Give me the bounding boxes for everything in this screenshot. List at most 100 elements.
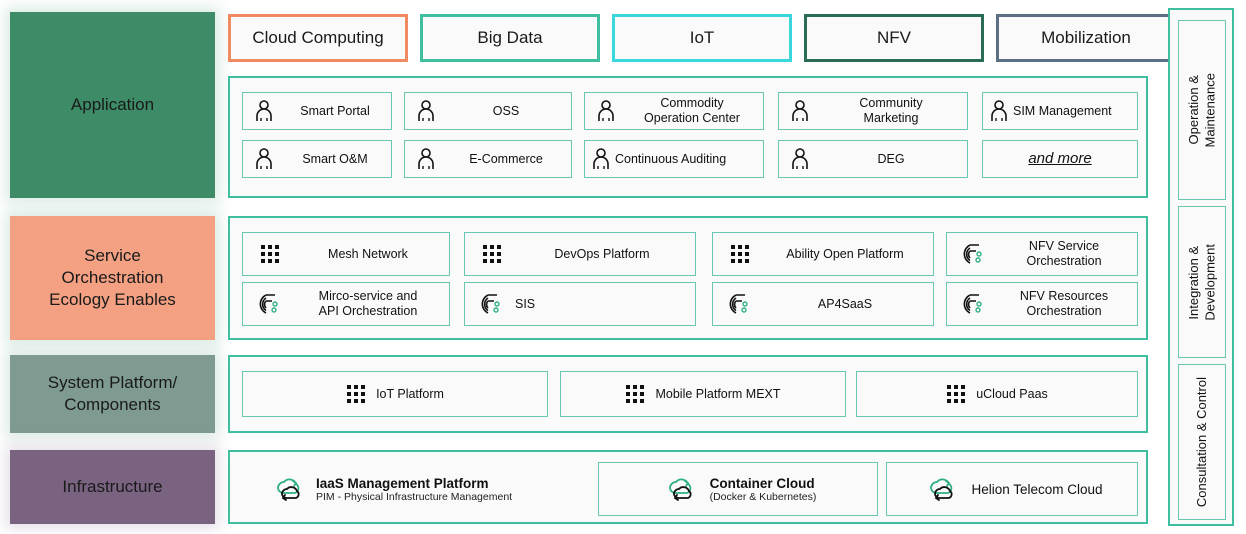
sys-item-iot-platform-label: IoT Platform xyxy=(376,386,444,401)
svc-item-ability-open-platform-label: Ability Open Platform xyxy=(786,246,904,261)
app-item-e-commerce-label: E-Commerce xyxy=(469,151,543,166)
svc-item-mesh-network[interactable]: Mesh Network xyxy=(242,232,450,276)
layer-label-service-orchestration: Service Orchestration Ecology Enables xyxy=(10,216,215,340)
service-orchestration-panel: Mesh Network DevOps Platform Ability Ope… xyxy=(228,216,1148,340)
svc-item-nfv-service-orchestration[interactable]: NFV Service Orchestration xyxy=(946,232,1138,276)
grid-dots-icon xyxy=(253,244,287,264)
sidebar-box-operation-maintenance[interactable]: Operation & Maintenance xyxy=(1178,20,1226,200)
app-item-and-more-label: and more xyxy=(1028,150,1092,168)
app-item-sim-management[interactable]: SIM Management xyxy=(982,92,1138,130)
cloud-sync-icon xyxy=(270,474,306,504)
person-icon xyxy=(411,99,441,123)
svc-item-nfv-resources-orchestration-label: NFV Resources Orchestration xyxy=(1019,289,1109,318)
layer-label-infrastructure: Infrastructure xyxy=(10,450,215,524)
infra-item-iaas-subtitle: PIM - Physical Infrastructure Management xyxy=(316,490,513,503)
chip-big-data-label: Big Data xyxy=(477,28,543,47)
infra-item-helion-telecom-cloud-title: Helion Telecom Cloud xyxy=(971,481,1103,497)
person-icon xyxy=(249,147,279,171)
person-icon xyxy=(591,99,621,123)
app-item-sim-management-label: SIM Management xyxy=(1013,103,1112,118)
infra-item-iaas-management-platform[interactable]: IaaS Management Platform PIM - Physical … xyxy=(270,462,590,516)
svc-item-sis-label: SIS xyxy=(515,296,536,311)
orchestration-icon xyxy=(957,242,991,266)
infra-item-iaas-title: IaaS Management Platform xyxy=(316,475,489,491)
grid-dots-icon xyxy=(475,244,509,264)
cloud-sync-icon xyxy=(921,474,961,504)
infra-item-helion-telecom-cloud[interactable]: Helion Telecom Cloud xyxy=(886,462,1138,516)
chip-mobilization-label: Mobilization xyxy=(1041,28,1131,47)
chip-nfv[interactable]: NFV xyxy=(804,14,984,62)
sys-item-mobile-platform-mext[interactable]: Mobile Platform MEXT xyxy=(560,371,846,417)
cross-cutting-sidebar: Operation & Maintenance Integration & De… xyxy=(1168,8,1234,526)
orchestration-icon xyxy=(957,292,991,316)
layer-label-application: Application xyxy=(10,12,215,198)
app-item-commodity-operation-center[interactable]: Commodity Operation Center xyxy=(584,92,764,130)
app-item-deg[interactable]: DEG xyxy=(778,140,968,178)
grid-dots-icon xyxy=(946,384,966,404)
grid-dots-icon xyxy=(625,384,645,404)
app-item-smart-om-label: Smart O&M xyxy=(302,151,368,166)
app-item-community-marketing[interactable]: Community Marketing xyxy=(778,92,968,130)
application-category-chips: Cloud Computing Big Data IoT NFV Mobiliz… xyxy=(228,14,1176,62)
sys-item-ucloud-paas[interactable]: uCloud Paas xyxy=(856,371,1138,417)
layer-label-application-text: Application xyxy=(70,95,155,115)
orchestration-icon xyxy=(723,292,757,316)
application-layer-panel: Smart Portal OSS Commodity Operation Cen… xyxy=(228,76,1148,198)
sys-item-ucloud-paas-label: uCloud Paas xyxy=(976,386,1048,401)
app-item-and-more[interactable]: and more xyxy=(982,140,1138,178)
cloud-sync-icon xyxy=(660,474,700,504)
chip-mobilization[interactable]: Mobilization xyxy=(996,14,1176,62)
sidebar-box-integration-development-label: Integration & Development xyxy=(1185,243,1217,321)
person-icon xyxy=(589,147,613,171)
svc-item-ability-open-platform[interactable]: Ability Open Platform xyxy=(712,232,934,276)
app-item-community-marketing-label: Community Marketing xyxy=(859,96,923,125)
chip-nfv-label: NFV xyxy=(877,28,911,47)
svc-item-nfv-service-orchestration-label: NFV Service Orchestration xyxy=(1026,239,1102,268)
app-item-continuous-auditing[interactable]: Continuous Auditing xyxy=(584,140,764,178)
svc-item-sis[interactable]: SIS xyxy=(464,282,696,326)
infra-item-container-cloud-title: Container Cloud xyxy=(709,475,815,491)
sys-item-iot-platform[interactable]: IoT Platform xyxy=(242,371,548,417)
sidebar-box-operation-maintenance-label: Operation & Maintenance xyxy=(1185,72,1217,148)
layer-label-infrastructure-text: Infrastructure xyxy=(62,477,163,497)
orchestration-icon xyxy=(253,292,287,316)
person-icon xyxy=(249,99,279,123)
app-item-commodity-operation-center-label: Commodity Operation Center xyxy=(644,96,740,125)
svc-item-ap4saas-label: AP4SaaS xyxy=(817,296,873,311)
person-icon xyxy=(785,147,815,171)
layer-label-service-orchestration-text: Service Orchestration Ecology Enables xyxy=(49,246,176,309)
infra-item-container-cloud[interactable]: Container Cloud (Docker & Kubernetes) xyxy=(598,462,878,516)
person-icon xyxy=(411,147,441,171)
person-icon xyxy=(987,99,1011,123)
chip-iot[interactable]: IoT xyxy=(612,14,792,62)
svc-item-nfv-resources-orchestration[interactable]: NFV Resources Orchestration xyxy=(946,282,1138,326)
orchestration-icon xyxy=(475,292,509,316)
svc-item-micro-service-api-orchestration[interactable]: Mirco-service and API Orchestration xyxy=(242,282,450,326)
app-item-e-commerce[interactable]: E-Commerce xyxy=(404,140,572,178)
infrastructure-panel: IaaS Management Platform PIM - Physical … xyxy=(228,450,1148,524)
app-item-oss[interactable]: OSS xyxy=(404,92,572,130)
layer-label-system-platform: System Platform/ Components xyxy=(10,355,215,433)
person-icon xyxy=(785,99,815,123)
app-item-deg-label: DEG xyxy=(877,151,905,166)
sidebar-box-integration-development[interactable]: Integration & Development xyxy=(1178,206,1226,358)
chip-cloud-computing-label: Cloud Computing xyxy=(252,28,384,47)
app-item-oss-label: OSS xyxy=(492,103,520,118)
sidebar-box-consultation-control[interactable]: Consultation & Control xyxy=(1178,364,1226,520)
svc-item-devops-platform-label: DevOps Platform xyxy=(554,246,650,261)
svc-item-micro-service-api-orchestration-label: Mirco-service and API Orchestration xyxy=(318,289,418,318)
layer-label-system-platform-text: System Platform/ Components xyxy=(47,373,178,414)
app-item-smart-portal[interactable]: Smart Portal xyxy=(242,92,392,130)
svc-item-devops-platform[interactable]: DevOps Platform xyxy=(464,232,696,276)
grid-dots-icon xyxy=(723,244,757,264)
svc-item-ap4saas[interactable]: AP4SaaS xyxy=(712,282,934,326)
chip-big-data[interactable]: Big Data xyxy=(420,14,600,62)
chip-cloud-computing[interactable]: Cloud Computing xyxy=(228,14,408,62)
system-platform-panel: IoT Platform Mobile Platform MEXT uCloud… xyxy=(228,355,1148,433)
sidebar-box-consultation-control-label: Consultation & Control xyxy=(1193,376,1209,508)
app-item-smart-om[interactable]: Smart O&M xyxy=(242,140,392,178)
app-item-continuous-auditing-label: Continuous Auditing xyxy=(615,151,727,166)
svc-item-mesh-network-label: Mesh Network xyxy=(328,246,408,261)
sys-item-mobile-platform-mext-label: Mobile Platform MEXT xyxy=(655,386,781,401)
